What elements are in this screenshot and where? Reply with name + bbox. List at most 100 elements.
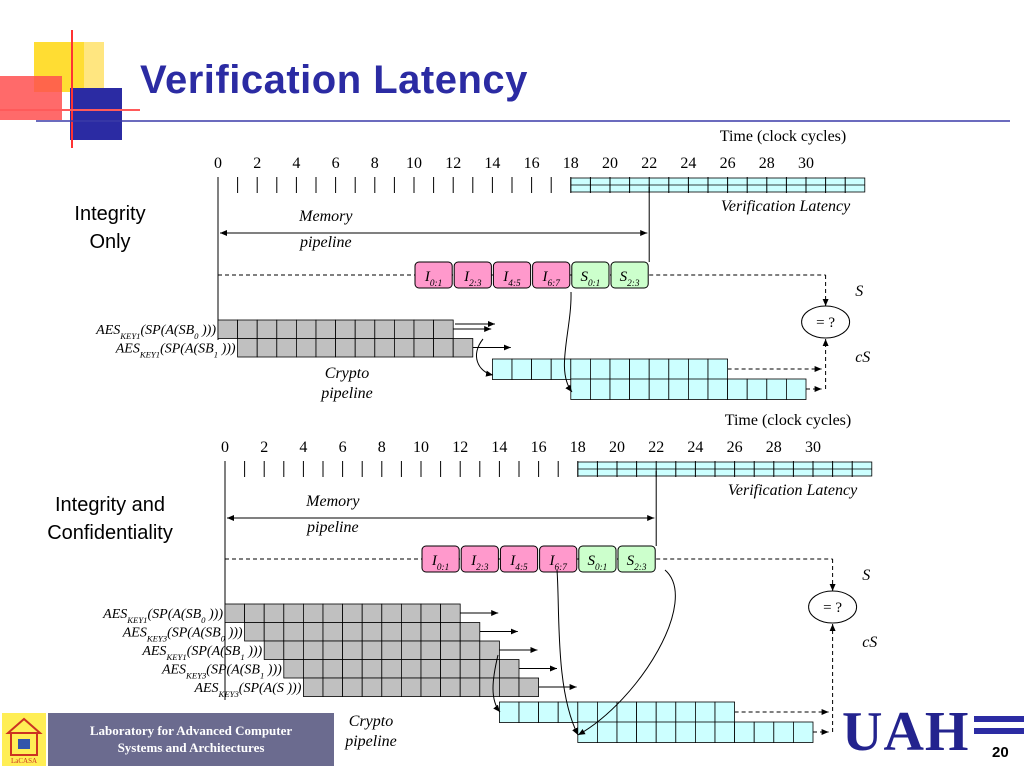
crypto-cell bbox=[322, 640, 344, 660]
lacasa-logo: LaCASA bbox=[2, 713, 46, 766]
pipeline-block bbox=[532, 261, 571, 289]
pipeline-block bbox=[460, 545, 499, 573]
tick-label: 0 bbox=[214, 155, 222, 172]
crypto-cell bbox=[322, 603, 344, 623]
pipeline-block bbox=[499, 545, 539, 573]
tick-label: 28 bbox=[766, 439, 782, 456]
crypto-cell bbox=[322, 677, 344, 697]
page-title: Verification Latency bbox=[140, 58, 528, 102]
tick-label: 6 bbox=[339, 439, 347, 456]
deco-yellow-block bbox=[84, 42, 104, 88]
tick-label: 18 bbox=[570, 439, 586, 456]
crypto-cell bbox=[283, 659, 304, 679]
crypto-cell bbox=[420, 640, 442, 660]
pipeline-block-label: S0:1 bbox=[580, 269, 600, 289]
crypto-cell bbox=[440, 622, 461, 642]
verify-cell bbox=[498, 701, 520, 723]
aes-row-label: AESKEY3(SP(A(S ))) bbox=[193, 681, 301, 699]
pipeline-block-label: I2:3 bbox=[463, 269, 482, 289]
tick-label: 12 bbox=[445, 155, 461, 172]
crypto-cell bbox=[479, 677, 500, 697]
crypto-cell bbox=[400, 603, 422, 623]
crypto-cell bbox=[342, 603, 363, 623]
verify-cell bbox=[695, 721, 716, 743]
time-axis-label: Time (clock cycles) bbox=[725, 412, 851, 429]
label-line: Confidentiality bbox=[47, 522, 173, 544]
pipeline-block-label: S2:3 bbox=[620, 269, 640, 289]
pipeline-block bbox=[617, 545, 656, 573]
deco-blue-square bbox=[70, 88, 122, 140]
compare-label: = ? bbox=[823, 600, 842, 616]
s-label: S bbox=[862, 567, 870, 584]
uah-stripe bbox=[974, 728, 1024, 734]
tick-label: 12 bbox=[452, 439, 468, 456]
verify-cell bbox=[616, 721, 638, 743]
crypto-cell bbox=[342, 622, 363, 642]
tick-label: 14 bbox=[484, 155, 500, 172]
crypto-cell bbox=[263, 603, 285, 623]
aes-row-label: AESKEY3(SP(A(SB0 ))) bbox=[122, 626, 243, 644]
crypto-cell bbox=[244, 603, 265, 623]
tick-label: 10 bbox=[413, 439, 429, 456]
tick-label: 26 bbox=[727, 439, 743, 456]
pipeline-block-label: I6:7 bbox=[541, 269, 560, 289]
crypto-cell bbox=[420, 677, 442, 697]
pipeline-block bbox=[421, 545, 460, 573]
verify-cell bbox=[714, 701, 736, 723]
verify-cell bbox=[655, 701, 677, 723]
label-line: Integrity bbox=[74, 203, 146, 225]
pipeline-block bbox=[571, 261, 610, 289]
tick-label: 20 bbox=[609, 439, 625, 456]
verify-cell bbox=[518, 701, 540, 723]
tick-label: 24 bbox=[680, 155, 696, 172]
dependency-curve bbox=[556, 569, 579, 736]
lacasa-logo-text: LaCASA bbox=[11, 757, 37, 765]
tick-label: 28 bbox=[759, 155, 775, 172]
verify-cell bbox=[675, 721, 696, 743]
s-label: S bbox=[855, 283, 863, 300]
aes-row-label: AESKEY1(SP(A(SB0 ))) bbox=[102, 607, 223, 625]
dependency-curve bbox=[577, 569, 676, 736]
compare-node bbox=[801, 305, 851, 339]
tick-label: 2 bbox=[253, 155, 261, 172]
pipeline-block bbox=[414, 261, 453, 289]
crypto-cell bbox=[244, 622, 265, 642]
crypto-cell bbox=[302, 677, 324, 697]
verify-cell bbox=[597, 721, 618, 743]
verify-cell bbox=[557, 701, 579, 723]
tick-label: 0 bbox=[221, 439, 229, 456]
integrity-confidentiality-label: Integrity and Confidentiality bbox=[30, 491, 190, 547]
pipeline-block-label: S2:3 bbox=[627, 553, 647, 573]
crypto-label: Crypto bbox=[349, 713, 393, 730]
verification-latency-label: Verification Latency bbox=[721, 198, 851, 215]
crypto-cell bbox=[400, 640, 422, 660]
uah-logo: UAH bbox=[842, 701, 970, 763]
dependency-curve bbox=[563, 291, 573, 393]
integrity-only-label: Integrity Only bbox=[60, 200, 160, 256]
crypto-cell bbox=[420, 603, 442, 623]
aes-row-label: AESKEY1(SP(A(SB1 ))) bbox=[115, 342, 236, 360]
verify-cell bbox=[773, 721, 794, 743]
verification-latency-label: Verification Latency bbox=[728, 482, 858, 499]
tick-label: 26 bbox=[720, 155, 736, 172]
crypto-cell bbox=[381, 603, 402, 623]
crypto-cell bbox=[342, 659, 363, 679]
crypto-cell bbox=[400, 659, 422, 679]
tick-label: 20 bbox=[602, 155, 618, 172]
pipeline-block-label: I2:3 bbox=[470, 553, 489, 573]
crypto-cell bbox=[361, 640, 383, 660]
pipeline-block bbox=[453, 261, 492, 289]
crypto-cell bbox=[459, 659, 481, 679]
tick-label: 30 bbox=[798, 155, 814, 172]
pipeline-block-label: I4:5 bbox=[502, 269, 521, 289]
tick-label: 14 bbox=[491, 439, 507, 456]
crypto-cell bbox=[283, 603, 304, 623]
tick-label: 22 bbox=[648, 439, 664, 456]
crypto-cell bbox=[381, 659, 402, 679]
verify-cell bbox=[675, 701, 696, 723]
pipeline-block-label: I0:1 bbox=[424, 269, 442, 289]
